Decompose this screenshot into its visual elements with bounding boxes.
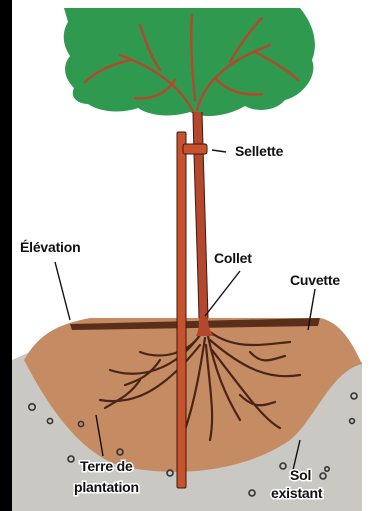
label-collet: Collet: [214, 250, 252, 266]
left-frame-edge: [0, 0, 12, 511]
label-sol-line1: Sol: [290, 467, 311, 483]
label-terre-line2: plantation: [74, 479, 139, 495]
support-stake: [177, 132, 186, 488]
label-terre-line1: Terre de: [80, 458, 133, 474]
label-sol-line2: existant: [271, 485, 323, 501]
label-sellette: Sellette: [235, 143, 284, 159]
sellette-tie: [183, 144, 207, 154]
label-cuvette: Cuvette: [290, 272, 340, 288]
foliage: [64, 8, 315, 116]
label-elevation: Élévation: [20, 239, 80, 255]
